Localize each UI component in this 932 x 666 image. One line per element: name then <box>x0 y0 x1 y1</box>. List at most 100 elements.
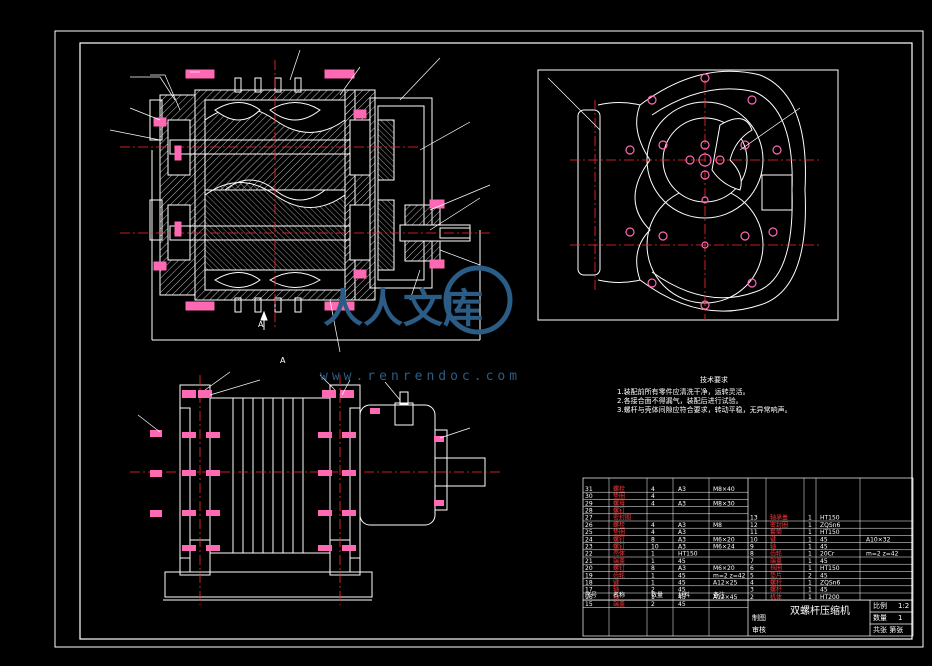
bom-left-cell: A3 <box>678 536 686 543</box>
bom-left-cell: A3 <box>678 500 686 507</box>
section-arrow <box>260 310 268 330</box>
bom-left-cell: 45 <box>678 558 686 565</box>
drawing-title: 双螺杆压缩机 <box>790 606 850 617</box>
bom-left-cell: 29 <box>585 500 593 507</box>
checked-label: 审核 <box>752 626 766 634</box>
bom-left-cell: 1 <box>651 594 655 601</box>
bom-left-cell: 26 <box>585 522 593 529</box>
bom-left-cell: 1 <box>651 551 655 558</box>
bom-left-cell: 15 <box>585 601 593 608</box>
bom-right-cell: 密封圈 <box>770 521 788 529</box>
bom-right-cell: 5 <box>750 572 754 579</box>
bom-right-cell: 45 <box>820 558 828 565</box>
main-leaders <box>109 49 491 353</box>
drawn-label: 制图 <box>752 614 766 622</box>
bom-right-cell: 挡圈 <box>770 564 782 572</box>
bom-header-cell: 名称 <box>613 591 625 599</box>
bom-left-cell: 螺栓 <box>613 485 625 493</box>
bom-right-cell: 45 <box>820 587 828 594</box>
bom-left-cell: 1 <box>651 580 655 587</box>
bom-left-cell: 45 <box>678 587 686 594</box>
bom-left-cell: 轴 <box>613 586 619 594</box>
bom-right-cell: 6 <box>750 565 754 572</box>
watermark-logo-graphic: 人人文库 <box>323 265 513 335</box>
bom-right-cell: 12 <box>750 522 758 529</box>
bom-left-cell: 4 <box>651 529 655 536</box>
bom-right-cell: 1 <box>808 515 812 522</box>
bom-left-cell: 齿轮 <box>613 571 625 579</box>
bom-right-cell: 45 <box>820 572 828 579</box>
bom-left-cell: 45 <box>678 572 686 579</box>
bom-left-cell: m=2 z=42 <box>713 572 746 579</box>
bom-left-cell: M6×20 <box>713 565 735 572</box>
bom-right-cell: 轴承盖 <box>770 514 788 522</box>
bom-left-cell: 22 <box>585 551 593 558</box>
bom-right-cell: 9 <box>750 544 754 551</box>
bom-left-cell: A3 <box>678 544 686 551</box>
bom-left-cell: 20 <box>585 565 593 572</box>
bom-left-cell: 轴 <box>613 593 619 601</box>
bom-left-cell: M6×20 <box>713 536 735 543</box>
qty-label: 数量 <box>873 614 887 622</box>
bom-left-cell: A3 <box>678 565 686 572</box>
bom-left-cell: 端盖 <box>613 557 625 565</box>
bom-right-cell: 3 <box>750 587 754 594</box>
bom-left-cell: 4 <box>651 493 655 500</box>
bom-header-cell: 备注 <box>713 591 725 599</box>
bom-right-cell: 1 <box>808 544 812 551</box>
bom-left-cell: 19 <box>585 572 593 579</box>
side-view-bolts <box>150 390 444 551</box>
end-view-leaders <box>547 77 801 151</box>
bom-left-cell: 端盖 <box>613 600 625 608</box>
bom-header-cell: 材料 <box>678 591 690 599</box>
bom-left-cell: 8 <box>651 565 655 572</box>
ratio-value: 1:2 <box>898 602 910 610</box>
bom-right-cell: 端盖 <box>770 557 782 565</box>
bom-right-cell: A10×32 <box>866 536 891 543</box>
bom-right-cell: 1 <box>808 587 812 594</box>
ratio-label: 比例 <box>873 602 887 610</box>
sheet-inner-frame <box>79 42 913 640</box>
end-view-centerlines <box>570 80 820 320</box>
main-centerlines <box>120 60 490 330</box>
bom-right-cell: 45 <box>820 536 828 543</box>
bom-right-cell: 1 <box>808 551 812 558</box>
watermark-logo: 人人文库 <box>318 262 618 352</box>
bom-right-cell: ZQSn6 <box>820 522 840 529</box>
bom-left-cell: 17 <box>585 587 593 594</box>
bom-header-cell: 数量 <box>651 591 663 599</box>
bom-left-cell: 45 <box>678 601 686 608</box>
bom-right-cell: HT200 <box>820 594 840 601</box>
bom-right-cell: HT150 <box>820 529 840 536</box>
section-marker: A <box>258 320 264 329</box>
bom-right-cell: 20Cr <box>820 551 835 558</box>
watermark-brand: 人人文库 <box>323 286 483 332</box>
bom-right-cell: 螺杆 <box>770 586 782 594</box>
bom-header-cell: 序号 <box>585 591 597 599</box>
bom-right-cell: 7 <box>750 558 754 565</box>
bom-left-cell: 45 <box>678 594 686 601</box>
bom-right-cell: 1 <box>808 565 812 572</box>
bom-left-cell: M6×24 <box>713 544 735 551</box>
bom-left-cell: 24 <box>585 536 593 543</box>
side-view-leaders <box>137 371 471 439</box>
bom-right-cell: 2 <box>750 594 754 601</box>
bom-right-cell: 45 <box>820 544 828 551</box>
bom-left-cell: 键 <box>613 579 619 587</box>
bom-right-cell: HT150 <box>820 515 840 522</box>
bom-left-cell: 2 <box>651 587 655 594</box>
bom-left-cell: A3 <box>678 486 686 493</box>
bom-left-cell: 螺栓 <box>613 521 625 529</box>
bom-right-cell: 2 <box>808 572 812 579</box>
bom-left-cell: 25 <box>585 529 593 536</box>
tech-requirements-heading: 技术要求 <box>700 376 728 384</box>
bom-left-cell: A3 <box>678 529 686 536</box>
bom-right-cell: 8 <box>750 551 754 558</box>
bom-left-cell: 23 <box>585 544 593 551</box>
bom-left-cell: M8×40 <box>713 486 735 493</box>
sheet-outer-frame <box>54 30 924 648</box>
side-view <box>163 384 486 601</box>
bom-right-cell: 1 <box>808 522 812 529</box>
